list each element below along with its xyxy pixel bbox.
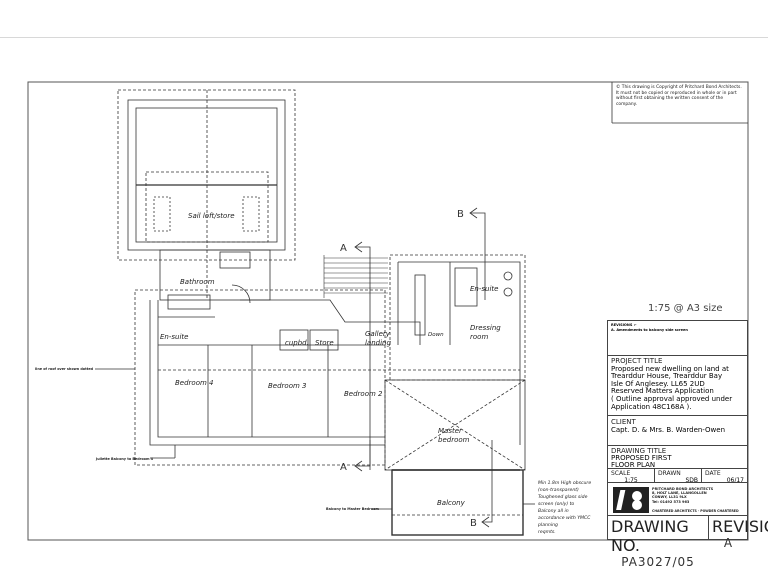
revisions-box: REVISIONS :- A. Amendments to balcony si… <box>607 320 748 356</box>
practice-box: PRITCHARD BOND ARCHITECTS 8, HOLT LANE, … <box>607 482 748 516</box>
room-label-down: Down <box>428 332 444 338</box>
copyright-notice: © This drawing is Copyright of Pritchard… <box>616 85 742 107</box>
section-marker-a-top: A <box>340 243 347 254</box>
sail-loft-wall-inner <box>135 107 278 243</box>
room-label-store: Store <box>315 339 334 347</box>
revisions-heading: REVISIONS :- <box>611 323 637 327</box>
room-label-ensuite-left: En-suite <box>160 333 188 341</box>
room-label-master: Master <box>438 427 463 435</box>
practice-logo-icon <box>613 487 649 513</box>
client-box: CLIENT Capt. D. & Mrs. B. Warden-Owen <box>607 415 748 446</box>
room-label-ensuite-right: En-suite <box>470 285 498 293</box>
room-label-cupboard: cupbd. <box>285 339 309 347</box>
svg-text:planning: planning <box>537 522 558 528</box>
svg-text:Balcony all in: Balcony all in <box>538 508 569 514</box>
room-label-bathroom: Bathroom <box>180 278 215 286</box>
screen-note: Min 1.8m High obscure (non-transparent) … <box>537 480 591 535</box>
room-label-sail-loft: Sail loft/store <box>188 212 235 220</box>
room-label-bedroom4: Bedroom 4 <box>175 379 214 387</box>
revision-item: A. Amendments to balcony side screen <box>611 328 688 332</box>
section-marker-b-bottom: B <box>470 518 477 529</box>
svg-text:Toughened glass side: Toughened glass side <box>538 494 588 500</box>
drawing-number-box: DRAWING NO. PA3027/05 <box>607 515 709 569</box>
room-label-balcony: Balcony <box>437 499 466 507</box>
section-arrows <box>354 207 490 528</box>
section-marker-b-top: B <box>457 209 464 220</box>
balcony-master-note: Balcony to Master Bedroom <box>326 507 379 511</box>
top-band <box>0 0 768 38</box>
room-label-bedroom: bedroom <box>438 436 470 444</box>
scale-note: 1:75 @ A3 size <box>648 303 723 314</box>
practice-name: PRITCHARD BOND ARCHITECTS <box>652 487 714 491</box>
room-label-bedroom2: Bedroom 2 <box>344 390 383 398</box>
section-marker-a-bottom: A <box>340 462 347 473</box>
practice-tagline: CHARTERED ARCHITECTS · POWDER CHARTERED <box>652 509 739 513</box>
plan-lines <box>95 82 748 536</box>
room-label-gallery: Gallery <box>365 330 391 338</box>
room-label-dressing: Dressing <box>470 324 501 332</box>
project-title-box: PROJECT TITLE Proposed new dwelling on l… <box>607 355 748 416</box>
drawing-number: PA3027/05 <box>621 555 695 569</box>
sail-loft-wall-outer <box>127 99 286 251</box>
revision-box: REVISION A <box>708 515 768 550</box>
roof-line-note: line of roof over shown dotted <box>35 367 94 371</box>
svg-text:reqmts.: reqmts. <box>538 529 556 535</box>
revision-letter: A <box>723 536 733 550</box>
room-label-landing: landing <box>365 339 391 347</box>
sheet-border <box>27 81 749 541</box>
svg-text:(non-transparent): (non-transparent) <box>538 487 579 493</box>
sail-loft-roofline <box>117 89 296 261</box>
room-label-room: room <box>470 333 488 341</box>
svg-text:screen (only) to: screen (only) to <box>538 501 574 507</box>
room-label-bedroom3: Bedroom 3 <box>268 382 307 390</box>
svg-text:accordance with YMCC: accordance with YMCC <box>538 515 591 521</box>
juliette-balcony-note: Juliette Balcony to Bedroom 4 <box>95 457 154 461</box>
svg-text:Min 1.8m High obscure: Min 1.8m High obscure <box>538 480 591 486</box>
